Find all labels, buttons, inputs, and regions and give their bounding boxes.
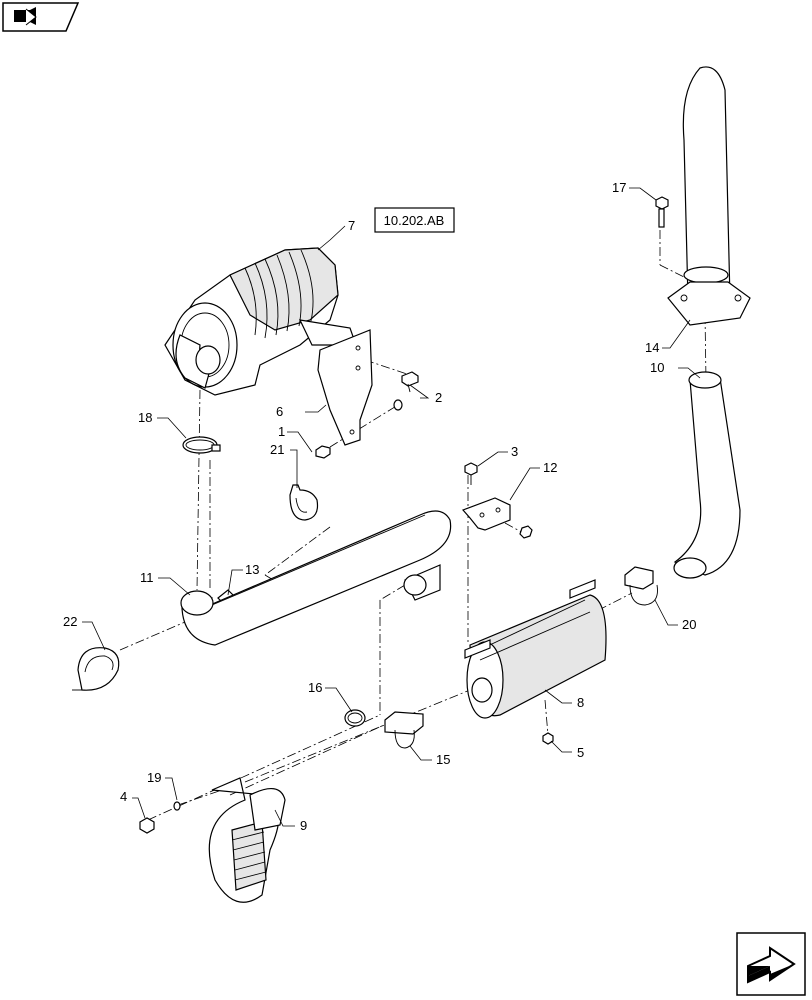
callout-2: 2 [435,390,442,405]
wire-clamp[interactable] [72,647,120,691]
nut[interactable] [542,732,554,745]
callout-1: 1 [278,424,285,439]
callout-19: 19 [147,770,161,785]
p-clip[interactable] [289,484,319,521]
hose-clamp[interactable] [182,436,221,454]
callout-16: 16 [308,680,322,695]
callout-14: 14 [645,340,659,355]
callout-20: 20 [682,617,696,632]
callout-22: 22 [63,614,77,629]
bolt[interactable] [401,371,419,393]
callout-21: 21 [270,442,284,457]
u-bolt-clamp[interactable] [384,711,424,749]
callout-15: 15 [436,752,450,767]
exhaust-pipe[interactable] [208,777,286,903]
callout-6: 6 [276,404,283,419]
callout-13: 13 [245,562,259,577]
mounting-bracket[interactable] [461,497,511,531]
callout-5: 5 [577,745,584,760]
bolt[interactable] [464,462,478,485]
intake-tube[interactable] [180,510,452,646]
callout-4: 4 [120,789,127,804]
leader-lines [82,187,701,827]
nut[interactable] [393,399,403,411]
exhaust-stack[interactable] [667,66,751,326]
callout-12: 12 [543,460,557,475]
callout-18: 18 [138,410,152,425]
next-page-arrow-icon[interactable] [736,932,806,996]
washer[interactable] [173,801,181,811]
bolt[interactable] [139,817,155,834]
air-cleaner[interactable] [164,247,357,396]
reference-box[interactable]: 10.202.AB [374,207,455,233]
callout-7: 7 [348,218,355,233]
reference-label: 10.202.AB [384,213,445,228]
callout-3: 3 [511,444,518,459]
callout-10: 10 [650,360,664,375]
back-arrow-icon[interactable] [2,2,80,32]
bolt[interactable] [655,196,669,228]
u-bolt-clamp[interactable] [624,566,658,606]
nut[interactable] [519,525,533,539]
tail-pipe[interactable] [673,371,741,579]
assembly-center-lines [119,230,707,821]
callout-17: 17 [612,180,626,195]
bracket[interactable] [317,329,373,446]
bolt[interactable] [315,445,331,459]
callout-labels: 1 2 3 4 5 6 7 8 9 10 11 12 13 14 15 16 1… [63,180,696,833]
callout-9: 9 [300,818,307,833]
hose-clamp[interactable] [344,709,366,727]
callout-8: 8 [577,695,584,710]
callout-11: 11 [140,570,154,585]
muffler[interactable] [464,579,607,719]
